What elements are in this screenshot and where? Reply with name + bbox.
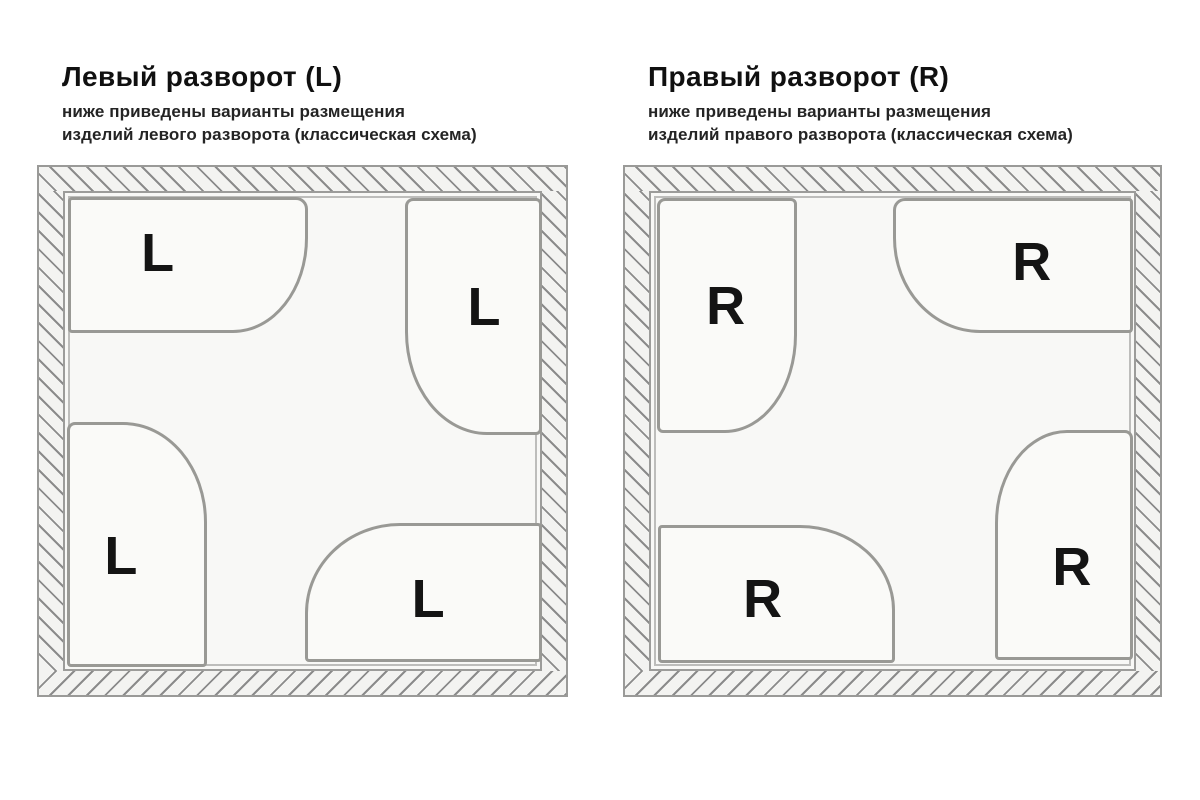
wall-top-hatch bbox=[625, 167, 1160, 191]
placement-label: R bbox=[706, 276, 746, 337]
wall-right-hatch bbox=[542, 191, 566, 671]
room-left-variants: L L L L bbox=[37, 165, 568, 697]
wall-bottom-hatch bbox=[625, 671, 1160, 695]
right-panel-title: Правый разворот (R) bbox=[648, 61, 950, 92]
placement-label: L bbox=[104, 526, 138, 587]
placement-label: L bbox=[411, 569, 445, 630]
wall-left-hatch bbox=[625, 191, 649, 671]
left-panel-header: Левый разворот (L) ниже приведены вариан… bbox=[62, 61, 477, 146]
room-right-variants: R R R R bbox=[623, 165, 1162, 697]
wall-bottom-hatch bbox=[39, 671, 566, 695]
left-panel-subtitle: ниже приведены варианты размещения издел… bbox=[62, 100, 477, 146]
placement-label: R bbox=[743, 569, 783, 630]
wall-top-hatch bbox=[39, 167, 566, 191]
placement-left-top-right: L bbox=[405, 198, 542, 435]
right-panel-subtitle: ниже приведены варианты размещения издел… bbox=[648, 100, 1073, 146]
placement-left-bottom-left: L bbox=[67, 422, 207, 667]
placement-left-bottom-right: L bbox=[305, 523, 542, 662]
right-panel-subtitle-line-1: ниже приведены варианты размещения bbox=[648, 101, 992, 121]
wall-left-hatch bbox=[39, 191, 63, 671]
placement-label: R bbox=[1012, 231, 1052, 292]
placement-label: L bbox=[141, 223, 175, 284]
wall-right-hatch bbox=[1136, 191, 1160, 671]
right-panel-header: Правый разворот (R) ниже приведены вариа… bbox=[648, 61, 1073, 146]
placement-right-top-left: R bbox=[657, 198, 797, 433]
placement-right-bottom-right: R bbox=[995, 430, 1133, 660]
left-panel-title: Левый разворот (L) bbox=[62, 61, 343, 92]
placement-left-top-left: L bbox=[68, 197, 308, 333]
left-panel-subtitle-line-1: ниже приведены варианты размещения bbox=[62, 101, 406, 121]
placement-right-top-right: R bbox=[893, 198, 1133, 333]
left-panel-subtitle-line-2: изделий левого разворота (классическая с… bbox=[62, 124, 477, 144]
placement-right-bottom-left: R bbox=[658, 525, 895, 663]
right-panel-subtitle-line-2: изделий правого разворота (классическая … bbox=[648, 124, 1073, 144]
placement-label: L bbox=[467, 277, 501, 338]
placement-label: R bbox=[1052, 537, 1092, 598]
